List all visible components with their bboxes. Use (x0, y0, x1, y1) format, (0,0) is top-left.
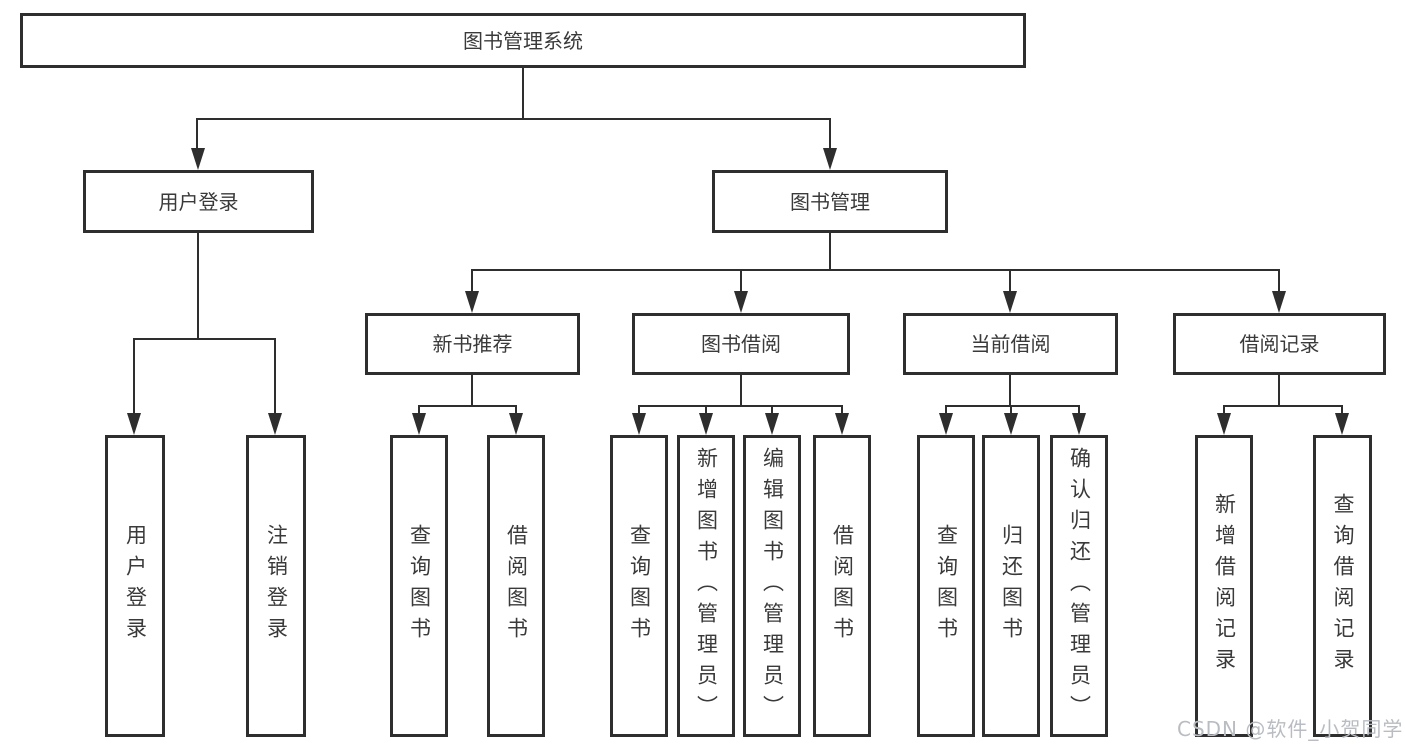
arrow-down-icon (765, 413, 779, 435)
node-label: 编辑图书（管理员） (760, 446, 785, 726)
node-label: 查询图书 (934, 524, 959, 648)
connector-line (515, 405, 517, 413)
arrow-down-icon (465, 291, 479, 313)
leaf-query-books-current: 查询图书 (917, 435, 975, 737)
node-label: 查询图书 (407, 524, 432, 648)
connector-line (1341, 405, 1343, 413)
arrow-down-icon (268, 413, 282, 435)
node-label: 当前借阅 (970, 332, 1051, 356)
connector-line (638, 405, 640, 413)
arrow-down-icon (127, 413, 141, 435)
node-user-login: 用户登录 (83, 170, 314, 233)
leaf-query-books-borrowing: 查询图书 (610, 435, 668, 737)
node-label: 查询图书 (627, 524, 652, 648)
connector-line (471, 375, 473, 405)
connector-line (829, 233, 831, 269)
node-label: 用户登录 (123, 524, 148, 648)
connector-line (1278, 269, 1280, 291)
connector-line (740, 375, 742, 405)
node-label: 查询借阅记录 (1331, 493, 1355, 679)
leaf-add-borrow-record: 新增借阅记录 (1195, 435, 1253, 737)
leaf-query-borrow-record: 查询借阅记录 (1313, 435, 1372, 737)
arrow-down-icon (191, 148, 205, 170)
node-book-borrowing: 图书借阅 (632, 313, 850, 375)
leaf-return-books: 归还图书 (982, 435, 1040, 737)
arrow-down-icon (699, 413, 713, 435)
node-book-management: 图书管理 (712, 170, 948, 233)
connector-line (1078, 405, 1080, 413)
connector-line (945, 405, 1080, 407)
leaf-add-book-admin: 新增图书（管理员） (677, 435, 735, 737)
csdn-watermark: CSDN @软件_小贺同学 (1177, 717, 1404, 741)
node-label: 图书借阅 (701, 332, 781, 356)
leaf-borrow-books-recommend: 借阅图书 (487, 435, 545, 737)
arrow-down-icon (1003, 291, 1017, 313)
connector-line (1010, 405, 1012, 413)
node-label: 借阅图书 (504, 524, 529, 648)
connector-line (1009, 375, 1011, 405)
arrow-down-icon (1272, 291, 1286, 313)
arrow-down-icon (509, 413, 523, 435)
node-label: 图书管理 (790, 189, 870, 214)
connector-line (841, 405, 843, 413)
connector-line (471, 269, 1280, 271)
leaf-logout: 注销登录 (246, 435, 306, 737)
connector-line (1223, 405, 1225, 413)
node-label: 借阅记录 (1239, 332, 1320, 356)
connector-line (945, 405, 947, 413)
node-label: 新增图书（管理员） (694, 446, 719, 726)
connector-line (1223, 405, 1343, 407)
arrow-down-icon (823, 148, 837, 170)
node-label: 图书管理系统 (463, 28, 583, 53)
connector-line (471, 269, 473, 291)
connector-line (1009, 269, 1011, 291)
arrow-down-icon (1217, 413, 1231, 435)
connector-line (638, 405, 843, 407)
node-label: 归还图书 (999, 524, 1024, 648)
arrow-down-icon (632, 413, 646, 435)
arrow-down-icon (1072, 413, 1086, 435)
arrow-down-icon (1335, 413, 1349, 435)
arrow-down-icon (835, 413, 849, 435)
node-label: 借阅图书 (830, 524, 855, 648)
node-label: 注销登录 (264, 524, 289, 648)
leaf-user-login: 用户登录 (105, 435, 165, 737)
leaf-borrow-books-borrowing: 借阅图书 (813, 435, 871, 737)
node-label: 用户登录 (158, 189, 239, 214)
leaf-query-books-recommend: 查询图书 (390, 435, 448, 737)
leaf-confirm-return-admin: 确认归还（管理员） (1050, 435, 1108, 737)
connector-line (829, 118, 831, 148)
node-borrowing-records: 借阅记录 (1173, 313, 1386, 375)
node-current-borrowing: 当前借阅 (903, 313, 1118, 375)
arrow-down-icon (1004, 413, 1018, 435)
connector-line (197, 118, 831, 120)
connector-line (418, 405, 420, 413)
node-library-management-system: 图书管理系统 (20, 13, 1026, 68)
connector-line (1278, 375, 1280, 405)
node-new-book-recommendation: 新书推荐 (365, 313, 580, 375)
node-label: 新书推荐 (432, 332, 513, 356)
connector-line (522, 68, 524, 118)
connector-line (705, 405, 707, 413)
connector-line (133, 338, 135, 413)
connector-line (771, 405, 773, 413)
arrow-down-icon (734, 291, 748, 313)
connector-line (418, 405, 517, 407)
connector-line (133, 338, 276, 340)
connector-line (197, 233, 199, 338)
connector-line (196, 118, 198, 148)
arrow-down-icon (412, 413, 426, 435)
connector-line (740, 269, 742, 291)
leaf-edit-book-admin: 编辑图书（管理员） (743, 435, 801, 737)
node-label: 新增借阅记录 (1212, 493, 1237, 679)
node-label: 确认归还（管理员） (1067, 446, 1092, 726)
arrow-down-icon (939, 413, 953, 435)
connector-line (274, 338, 276, 413)
